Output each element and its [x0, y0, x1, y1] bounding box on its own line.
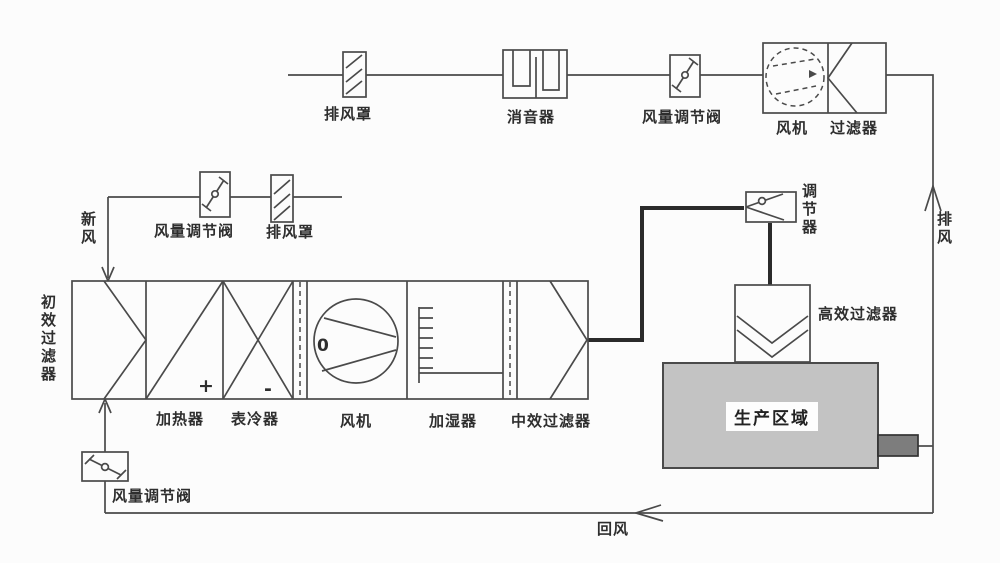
cooling-coil-symbol: -: [222, 280, 294, 400]
top-exhaust-hood-symbol: [342, 51, 367, 98]
label-top-exhaust-hood: 排风罩: [324, 105, 373, 123]
label-hepa-filter: 高效过滤器: [818, 305, 899, 323]
exhaust-arrow-up: [924, 183, 942, 212]
medium-filter-symbol: [549, 280, 589, 400]
label-cooler: 表冷器: [231, 410, 280, 428]
svg-text:0: 0: [317, 336, 329, 356]
label-top-fan: 风机: [776, 119, 809, 137]
fresh-hood-symbol: [270, 174, 294, 223]
regulator-symbol: [745, 191, 797, 223]
label-primary-filter: 初效过滤器: [39, 294, 57, 384]
label-fresh-air: 新风: [79, 211, 97, 247]
label-top-filter: 过滤器: [830, 119, 879, 137]
primary-filter-symbol: [103, 280, 148, 400]
svg-text:-: -: [264, 378, 272, 400]
label-production-area: 生产区域: [726, 402, 818, 431]
label-regulator: 调节器: [800, 183, 818, 237]
label-heater: 加热器: [156, 410, 205, 428]
silencer-symbol: [502, 49, 568, 99]
svg-text:+: +: [198, 375, 214, 397]
return-duct-line: [104, 403, 933, 514]
return-air-arrow-left: [633, 504, 664, 522]
ahu-casing: [71, 280, 589, 400]
label-top-damper: 风量调节阀: [642, 108, 723, 126]
label-return-air: 回风: [597, 520, 630, 538]
return-port-grille: [877, 434, 919, 457]
label-ahu-fan: 风机: [340, 412, 373, 430]
label-humidifier: 加湿器: [429, 412, 478, 430]
ahu-fan-symbol: 0: [313, 298, 399, 384]
label-silencer: 消音器: [507, 108, 556, 126]
label-fresh-hood: 排风罩: [266, 223, 315, 241]
top-damper-valve-symbol: [669, 54, 701, 98]
hepa-filter-symbol: [734, 284, 811, 363]
label-mid-filter: 中效过滤器: [511, 412, 592, 430]
return-damper-valve-symbol: [81, 451, 129, 482]
label-return-damper: 风量调节阀: [112, 487, 193, 505]
humidifier-symbol: [418, 307, 503, 383]
label-exhaust-air: 排风: [935, 211, 953, 247]
exhaust-fan-and-filter-box: [762, 42, 887, 114]
fresh-damper-valve-symbol: [199, 171, 231, 218]
supply-duct-thick-line: [587, 206, 772, 342]
heater-symbol: +: [145, 280, 224, 400]
label-fresh-damper: 风量调节阀: [154, 222, 235, 240]
